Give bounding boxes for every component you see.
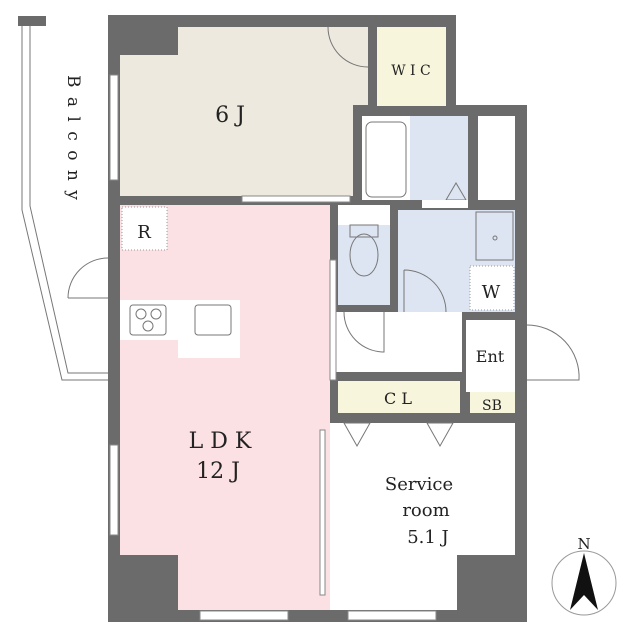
storage-floor (478, 116, 515, 200)
washer-space (469, 265, 515, 311)
entrance-floor (466, 320, 515, 392)
service-room-window (347, 610, 437, 621)
hall-door (329, 259, 337, 381)
shoebox-label: SB (482, 398, 502, 414)
ldk-window (199, 610, 289, 621)
ldk-floor (120, 205, 330, 610)
bathtub-icon (365, 121, 407, 198)
bedroom-window (109, 74, 119, 181)
shoebox-floor (470, 392, 515, 413)
bath-door[interactable] (422, 200, 468, 208)
bedroom-sliding-door (241, 195, 351, 203)
ldk-size-label: 12 J (196, 459, 240, 484)
ldk-side-window (109, 444, 119, 536)
fridge-label: R (137, 222, 151, 243)
balcony (18, 16, 109, 381)
service-room-label: Service (385, 474, 453, 495)
balcony-label: B a l c o n y (63, 75, 83, 202)
closet-door-right (426, 422, 454, 448)
washroom-door[interactable] (403, 269, 447, 313)
entrance-door[interactable] (526, 324, 580, 381)
service-room-door (319, 429, 326, 596)
service-room-size: 5.1 J (407, 527, 449, 548)
north-arrow-icon: N (551, 535, 617, 616)
toilet-tank-icon (349, 224, 379, 238)
hall-floor (330, 312, 462, 372)
bedroom-floor (120, 27, 368, 196)
wic-floor (377, 27, 446, 106)
stove-icon (129, 304, 167, 336)
toilet-door[interactable] (343, 311, 385, 353)
kitchen-counter (120, 300, 240, 340)
wic-label: W I C (391, 63, 431, 79)
fridge-space (121, 206, 168, 251)
closet-floor (338, 381, 460, 413)
service-room-label-2: room (402, 500, 449, 521)
bath-wet-area (410, 116, 468, 200)
sink-icon (475, 211, 514, 261)
bedroom-label: 6 J (215, 103, 245, 128)
entrance-label: Ent (476, 347, 505, 366)
kitchen-sink-icon (194, 304, 232, 336)
ldk-label: L D K (189, 429, 252, 454)
washer-label: W (482, 282, 501, 303)
closet-door-left (343, 422, 371, 448)
toilet-icon (349, 233, 379, 277)
bathroom-floor (362, 116, 410, 200)
closet-label: C L (384, 389, 412, 408)
bedroom-door[interactable] (327, 26, 369, 68)
north-label: N (577, 535, 590, 553)
service-room-floor (325, 423, 515, 610)
